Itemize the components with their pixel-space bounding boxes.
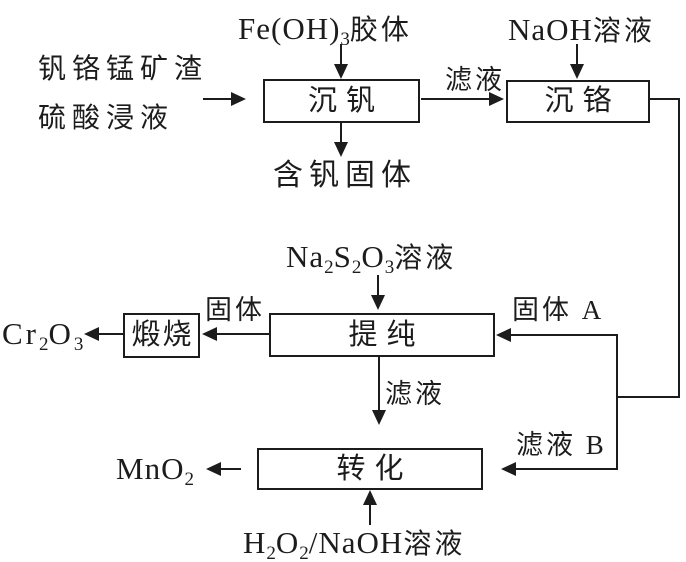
naoh-suffix: 溶液 — [592, 16, 655, 47]
h2o2-suffix: 溶液 — [403, 529, 466, 560]
arrowhead-mno2-left-icon — [206, 462, 221, 476]
stream-label-filtrate-b: 滤液 B — [516, 430, 607, 460]
feoh3-formula-base: Fe(OH) — [238, 11, 341, 46]
step-box-convert: 转化 — [257, 448, 483, 490]
step-box-purify: 提纯 — [269, 313, 495, 357]
stream-label-vanadium-solid: 含钒固体 — [273, 159, 417, 192]
step-box-calcine: 煅烧 — [123, 313, 200, 358]
arrow-calcine-to-cr2o3-shaft — [97, 333, 123, 335]
reagent-label-feoh3: Fe(OH)3胶体 — [238, 13, 412, 49]
arrowhead-vanadium-solid-down-icon — [334, 142, 348, 157]
arrowhead-feoh3-down-icon — [334, 64, 348, 79]
step-label-precipitate-vanadium: 沉钒 — [307, 84, 384, 117]
cr2o3-s1: 2 — [39, 334, 49, 355]
arrow-na2s2o3-to-purify-shaft — [377, 275, 379, 297]
step-label-precipitate-chromium: 沉铬 — [544, 85, 621, 117]
arrowhead-solid-a-left-icon — [496, 328, 511, 342]
h2o2-m3: /NaOH — [308, 525, 404, 560]
arrow-filtrate-b-to-convert-shaft — [515, 468, 618, 470]
arrow-filtrate1-shaft — [421, 98, 491, 100]
connector-precipitate-cr-right-stub — [650, 98, 680, 100]
stream-label-filtrate1: 滤液 — [445, 65, 505, 95]
arrow-naoh-to-precipitate-cr-shaft — [576, 44, 578, 66]
na2s2o3-s3: 3 — [384, 257, 395, 278]
arrow-solid-a-to-purify-shaft — [510, 334, 618, 336]
arrow-feoh3-to-precipitate-v-shaft — [340, 44, 342, 66]
step-box-precipitate-vanadium: 沉钒 — [263, 79, 420, 123]
step-label-convert: 转化 — [336, 452, 413, 485]
arrow-purify-to-calcine-shaft — [215, 333, 269, 335]
step-box-precipitate-chromium: 沉铬 — [506, 80, 650, 123]
arrowhead-filtrate1-right-icon — [489, 92, 504, 106]
mno2-base: MnO — [116, 451, 185, 486]
cr2o3-s2: 3 — [73, 334, 84, 355]
na2s2o3-s1: 2 — [324, 257, 334, 278]
connector-far-right-vertical — [678, 98, 680, 398]
feed-label-line1: 钒铬锰矿渣 — [38, 54, 209, 85]
stream-label-solid: 固体 — [205, 295, 265, 325]
arrow-to-vanadium-solid-shaft — [340, 123, 342, 144]
h2o2-s1: 2 — [266, 543, 276, 562]
arrowhead-purify-to-convert-down-icon — [372, 410, 386, 425]
connector-mid-horizontal — [617, 396, 680, 398]
arrowhead-calcine-to-cr2o3-left-icon — [84, 327, 99, 341]
arrowhead-na2s2o3-down-icon — [371, 295, 385, 310]
h2o2-s2: 2 — [299, 543, 309, 562]
reagent-label-h2o2-naoh: H2O2/NaOH溶液 — [243, 527, 465, 562]
arrow-feed-to-precipitate-v-shaft — [203, 98, 233, 100]
na2s2o3-m2: S — [333, 239, 352, 274]
arrow-h2o2-to-convert-shaft — [369, 504, 371, 525]
mno2-subscript: 2 — [184, 469, 194, 490]
h2o2-m1: H — [243, 525, 267, 560]
reagent-label-na2s2o3: Na2S2O3溶液 — [286, 241, 456, 277]
arrow-convert-to-mno2-shaft — [221, 468, 241, 470]
step-label-calcine: 煅烧 — [131, 319, 194, 351]
na2s2o3-suffix: 溶液 — [394, 243, 457, 274]
na2s2o3-m3: O — [361, 239, 385, 274]
cr2o3-m2: O — [48, 316, 74, 351]
connector-mid-vertical — [616, 334, 618, 470]
h2o2-m2: O — [275, 525, 300, 560]
stream-label-solid-a: 固体 A — [512, 295, 605, 325]
feed-label-line2: 硫酸浸液 — [38, 103, 175, 134]
arrowhead-h2o2-up-icon — [363, 490, 377, 505]
arrowhead-naoh-down-icon — [570, 64, 584, 79]
feoh3-suffix: 胶体 — [349, 15, 412, 46]
na2s2o3-m1: Na — [286, 239, 325, 274]
feoh3-formula-subscript: 3 — [340, 29, 350, 50]
product-label-mno2: MnO2 — [116, 453, 194, 489]
arrow-purify-to-convert-shaft — [378, 357, 380, 412]
arrowhead-purify-to-calcine-left-icon — [202, 327, 217, 341]
reagent-label-naoh: NaOH溶液 — [508, 14, 655, 46]
stream-label-filtrate2: 滤液 — [385, 379, 445, 409]
naoh-formula-base: NaOH — [508, 12, 593, 47]
arrowhead-feed-right-icon — [231, 92, 246, 106]
na2s2o3-s2: 2 — [351, 257, 362, 278]
product-label-cr2o3: Cr2O3 — [2, 318, 83, 354]
step-label-purify: 提纯 — [348, 318, 425, 351]
arrowhead-filtrate-b-left-icon — [501, 462, 516, 476]
cr2o3-m1: Cr — [2, 316, 39, 351]
